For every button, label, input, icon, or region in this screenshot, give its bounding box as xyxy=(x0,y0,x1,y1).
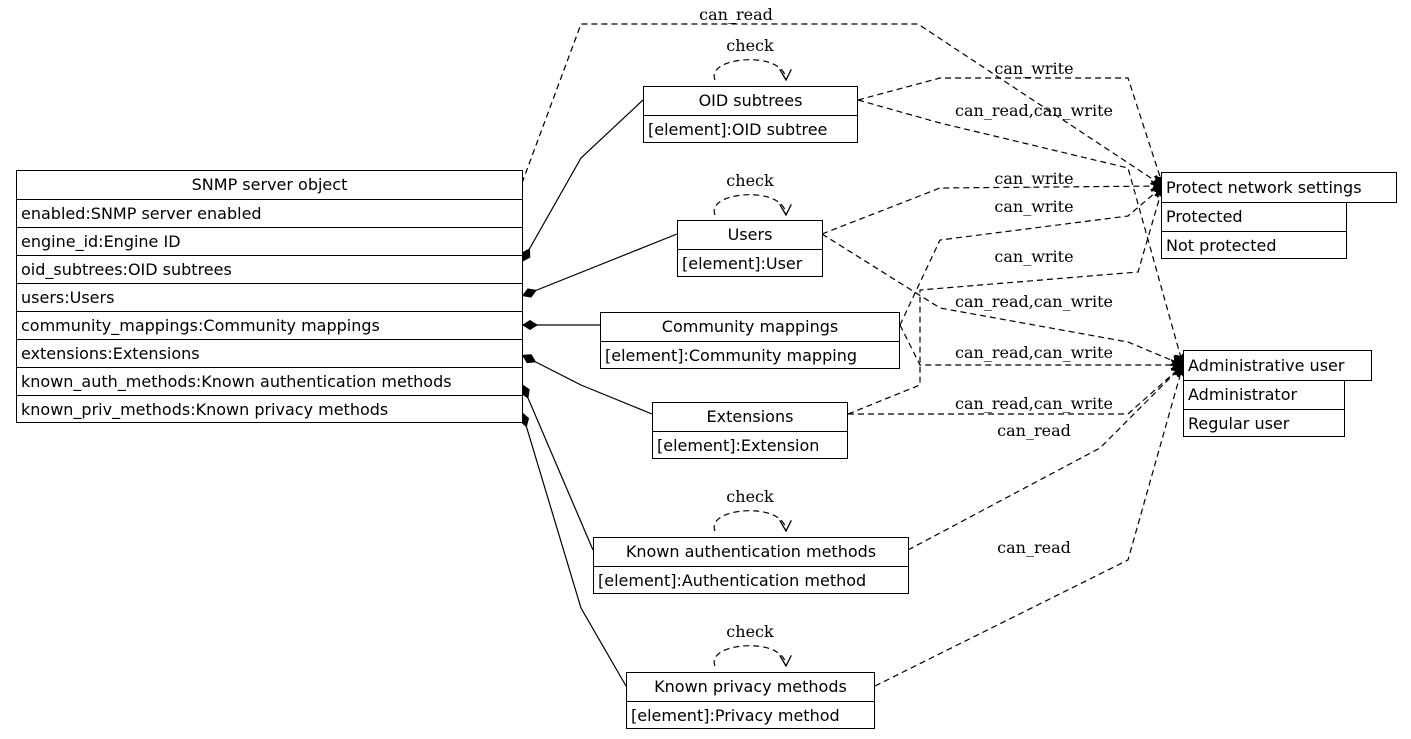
edge-label-community-write: can_write xyxy=(994,197,1073,216)
node-field: enabled:SNMP server enabled xyxy=(17,199,522,227)
node-values-box: Administrator Regular user xyxy=(1183,380,1345,437)
node-known-auth-methods: Known authentication methods [element]:A… xyxy=(593,537,909,594)
edge-snmp-oid xyxy=(521,99,644,263)
edge-label-auth-read: can_read xyxy=(997,421,1071,440)
node-title: Administrative user xyxy=(1188,356,1345,375)
edge-snmp-protect-read xyxy=(521,23,1163,186)
node-field: [element]:Community mapping xyxy=(601,341,899,369)
node-community-mappings: Community mappings [element]:Community m… xyxy=(600,312,900,369)
edge-priv-admin-read xyxy=(874,365,1183,687)
edge-snmp-extensions xyxy=(521,354,653,415)
composition-edges xyxy=(519,99,678,687)
edge-label-users-readwrite: can_read,can_write xyxy=(955,292,1113,311)
edge-users-admin-readwrite xyxy=(821,233,1183,365)
node-known-priv-methods: Known privacy methods [element]:Privacy … xyxy=(626,672,875,729)
edge-extensions-admin-readwrite xyxy=(848,365,1183,415)
node-field: Not protected xyxy=(1162,231,1346,259)
node-title-box: Administrative user xyxy=(1183,350,1372,381)
edge-label-check-oid: check xyxy=(726,36,774,55)
edge-snmp-priv xyxy=(519,411,627,687)
edge-oid-admin-readwrite xyxy=(857,99,1183,365)
node-protect-network-settings: Protect network settings Protected Not p… xyxy=(1161,172,1397,259)
node-field: [element]:User xyxy=(678,249,822,277)
node-users: Users [element]:User xyxy=(677,220,823,277)
check-loop-users xyxy=(713,194,786,215)
check-loop-auth xyxy=(713,510,786,531)
node-oid-subtrees: OID subtrees [element]:OID subtree xyxy=(643,86,858,143)
edge-label-users-write: can_write xyxy=(994,169,1073,188)
edge-snmp-users xyxy=(521,233,678,298)
node-snmp-server-object: SNMP server object enabled:SNMP server e… xyxy=(16,170,523,423)
node-title-box: Protect network settings xyxy=(1161,172,1397,203)
check-loops xyxy=(713,59,786,666)
permission-edges xyxy=(521,23,1183,687)
edge-label-extensions-readwrite: can_read,can_write xyxy=(955,394,1113,413)
node-field: extensions:Extensions xyxy=(17,339,522,367)
edge-label-check-priv: check xyxy=(726,622,774,641)
edge-label-check-auth: check xyxy=(726,487,774,506)
edge-label-snmp-read: can_read xyxy=(699,5,773,24)
node-field: known_priv_methods:Known privacy methods xyxy=(17,395,522,423)
edge-label-check-users: check xyxy=(726,171,774,190)
node-title: Users xyxy=(727,225,773,244)
check-loop-priv xyxy=(713,645,786,666)
edge-label-group: check check check check can_read can_wri… xyxy=(699,5,1113,641)
edge-snmp-auth xyxy=(520,383,594,551)
node-title: OID subtrees xyxy=(698,91,803,110)
node-field: community_mappings:Community mappings xyxy=(17,311,522,339)
node-values-box: Protected Not protected xyxy=(1161,202,1347,259)
node-administrative-user: Administrative user Administrator Regula… xyxy=(1183,350,1372,437)
node-field: oid_subtrees:OID subtrees xyxy=(17,255,522,283)
node-field: Protected xyxy=(1166,207,1243,226)
node-title: SNMP server object xyxy=(191,175,348,194)
edge-extensions-protect-write xyxy=(847,186,1163,415)
edge-oid-protect-write xyxy=(857,77,1163,186)
node-title: Protect network settings xyxy=(1166,178,1362,197)
node-field: [element]:Privacy method xyxy=(627,701,874,729)
edge-label-priv-read: can_read xyxy=(997,538,1071,557)
node-title: Known privacy methods xyxy=(654,677,847,696)
check-loop-oid xyxy=(713,59,786,80)
node-field: Administrator xyxy=(1188,385,1298,404)
node-title: Extensions xyxy=(706,407,794,426)
node-field: users:Users xyxy=(17,283,522,311)
node-field: [element]:OID subtree xyxy=(644,115,857,143)
node-field: [element]:Extension xyxy=(653,431,847,459)
node-field: engine_id:Engine ID xyxy=(17,227,522,255)
edge-auth-admin-read xyxy=(907,365,1183,551)
edge-label-extensions-write: can_write xyxy=(994,247,1073,266)
edge-label-community-readwrite: can_read,can_write xyxy=(955,343,1113,362)
edge-community-admin-readwrite xyxy=(899,324,1183,365)
node-field: known_auth_methods:Known authentication … xyxy=(17,367,522,395)
node-field: [element]:Authentication method xyxy=(594,566,908,594)
node-extensions: Extensions [element]:Extension xyxy=(652,402,848,459)
node-title: Community mappings xyxy=(661,317,839,336)
edge-label-oid-write: can_write xyxy=(994,59,1073,78)
node-field: Regular user xyxy=(1184,409,1344,437)
edge-users-protect-write xyxy=(821,186,1163,235)
edge-label-oid-readwrite: can_read,can_write xyxy=(955,101,1113,120)
node-title: Known authentication methods xyxy=(625,542,877,561)
